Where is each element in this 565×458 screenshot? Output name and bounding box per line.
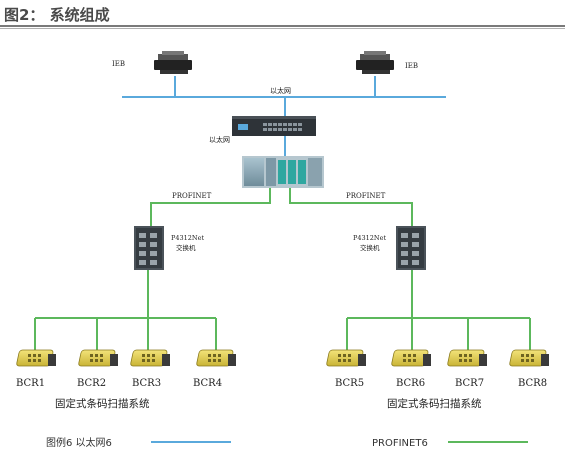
legend: 图例6 以太网6 PROFINET6 [46,436,528,449]
reader-label: BCR6 [396,378,425,389]
figure-title: 图2： 系统组成 [4,6,110,24]
reader-label: BCR4 [193,378,222,389]
profinet-label-left: PROFINET [172,192,212,200]
title-divider [0,25,565,27]
printer-icon-left [154,51,192,74]
reader-label: BCR3 [132,378,161,389]
scanner-icon-1 [16,349,56,367]
scanner-icon-4 [196,349,236,367]
scanner-icon-2 [78,349,118,367]
legend-ethernet-label: 图例6 以太网6 [46,436,112,449]
reader-label: BCR7 [455,378,484,389]
ethernet-label-top: 以太网 [270,86,291,95]
reader-label: BCR2 [77,378,106,389]
profinet-label-right: PROFINET [346,192,386,200]
printer-icon-right [356,51,394,74]
reader-label: BCR5 [335,378,364,389]
profinet-network [34,188,531,350]
system-caption-right: 固定式条码扫描系统 [387,397,482,410]
switch-left-model: P4312Net [171,234,204,242]
industrial-switch-icon-right [396,226,426,270]
ethernet-label-switch: 以太网 [209,135,230,144]
scanner-icon-7 [447,349,487,367]
reader-label: BCR8 [518,378,547,389]
scanner-icon-3 [130,349,170,367]
scanner-icon-8 [509,349,549,367]
profinet-right-link [289,188,413,226]
scanner-icon-6 [391,349,431,367]
profinet-left-link [150,188,271,226]
ieb-label-left: IEB [112,60,125,68]
industrial-switch-icon-left [134,226,164,270]
switch-right-model: P4312Net [353,234,386,242]
ethernet-network [122,76,446,156]
system-caption-left: 固定式条码扫描系统 [55,397,150,410]
title-bar: 图2： 系统组成 [0,0,565,29]
ethernet-switch-icon [232,116,316,136]
legend-profinet-label: PROFINET6 [372,438,428,449]
switch-right-name: 交换机 [360,243,380,252]
reader-label: BCR1 [16,378,45,389]
switch-left-name: 交换机 [176,243,196,252]
plc-rack-icon [242,156,324,188]
title-divider-thin [0,28,565,29]
ieb-label-right: IEB [405,62,418,70]
scanner-icon-5 [326,349,366,367]
